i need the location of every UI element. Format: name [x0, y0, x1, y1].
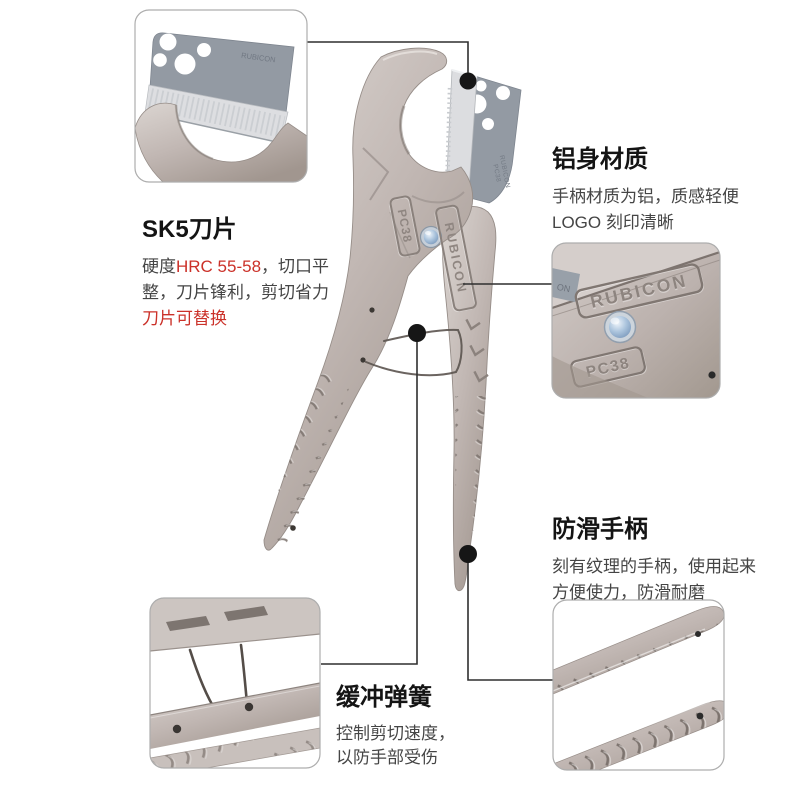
thumb-grip-top-texture [553, 606, 724, 694]
blade-callout-dot [459, 72, 477, 90]
thumb-grip-slot [224, 606, 268, 621]
lower-jaw-ridge [411, 191, 465, 204]
thumb-bottom-sliver-texture [150, 728, 320, 768]
plate-hole [496, 86, 510, 100]
spring-thumbnail-border [149, 597, 321, 769]
left-grip-texture [261, 372, 350, 552]
thumb-plate-hole [153, 53, 167, 67]
grip-thumbnail-border [552, 599, 725, 771]
grip-detail-thumbnail [552, 599, 725, 771]
grip-callout-dot [459, 545, 477, 563]
thumb-rivet [603, 310, 637, 344]
thumb-plate-hole [159, 33, 177, 51]
aluminum-body-line: 手柄材质为铝，质感轻便 [552, 186, 739, 206]
right-grip-texture [455, 396, 486, 590]
spring-callout-dot [408, 324, 426, 342]
spring-detail-thumbnail [149, 597, 321, 769]
thumb-plate-fragment [552, 268, 580, 302]
svg-text:PC38: PC38 [395, 208, 415, 244]
thumb-blade-serration [147, 88, 286, 138]
grip-callout-body: 刻有纹理的手柄，使用起来 方便使力，防滑耐磨 [552, 554, 756, 606]
thumb-grip-hole [695, 631, 701, 637]
callout-connectors [306, 41, 553, 681]
thumb-bar-hole [172, 724, 182, 734]
aluminum-callout-title: 铝身材质 [552, 146, 648, 173]
blade-detail-thumbnail: RUBICON [134, 9, 308, 183]
head-top-bevel [382, 50, 438, 61]
thumb-grip-slot [166, 616, 210, 631]
svg-text:PC38: PC38 [491, 164, 501, 183]
handle-hole [360, 357, 366, 363]
thumb-spring-bottom-highlight [150, 685, 320, 719]
model-embossed-panel: PC38 [388, 195, 421, 258]
spring-callout-title: 缓冲弹簧 [336, 684, 432, 711]
thumb-upper-facet [552, 243, 720, 308]
head-ridge [362, 147, 390, 201]
pivot-rivet [419, 225, 443, 249]
handle-hole [369, 307, 375, 313]
thumb-plate-fragment-text: ON [556, 282, 571, 294]
aluminum-callout-body: 手柄材质为铝，质感轻便 LOGO 刻印清晰 [552, 184, 739, 236]
thumb-crease-2 [552, 259, 720, 317]
blade-connector-line [306, 41, 469, 76]
thumb-grip-bottom-texture [553, 700, 724, 770]
spring-callout: 缓冲弹簧 控制剪切速度， 以防手部受伤 [336, 684, 455, 770]
spring-callout-body: 控制剪切速度， 以防手部受伤 [336, 722, 455, 770]
aluminum-callout: 铝身材质 手柄材质为铝，质感轻便 LOGO 刻印清晰 [552, 146, 739, 236]
blade-body-prefix: 硬度 [142, 256, 176, 276]
plate-hole [482, 118, 494, 130]
plate-hole [475, 80, 487, 92]
spring-connector-line [321, 340, 418, 665]
thumb-spring-bottom-bar [150, 683, 320, 749]
blade-callout-note: 刀片可替换 [142, 308, 227, 328]
blade-thumbnail-border [134, 9, 308, 183]
handle-hole [290, 525, 296, 531]
blade-callout: SK5刀片 硬度HRC 55-58，切口平整，刀片锋利，剪切省力 刀片可替换 [142, 216, 358, 332]
thumb-grip-hole [696, 712, 704, 720]
grip-callout-title: 防滑手柄 [552, 516, 648, 543]
thumb-bar-hole [244, 702, 254, 712]
handle-chevron-marks [465, 318, 489, 383]
thumb-plate-hole [174, 53, 196, 75]
grip-callout: 防滑手柄 刻有纹理的手柄，使用起来 方便使力，防滑耐磨 [552, 516, 756, 606]
thumb-plate-hole [197, 43, 211, 57]
main-product-photo: RUBICON PC38 PC38 RUBICON [261, 47, 522, 592]
grip-body-line: 方便使力，防滑耐磨 [552, 582, 705, 602]
grip-body-line: 刻有纹理的手柄，使用起来 [552, 556, 756, 576]
blade-callout-body: 硬度HRC 55-58，切口平整，刀片锋利，剪切省力 刀片可替换 [142, 254, 358, 332]
thumb-grip-top-highlight [553, 628, 706, 692]
logo-thumbnail-border [551, 242, 721, 399]
grip-connector-line [467, 560, 553, 681]
thumb-jaw-shadow [174, 104, 214, 161]
thumb-spring-bottom-edge [150, 682, 320, 716]
svg-text:ON: ON [556, 282, 571, 294]
thumb-crease [552, 250, 720, 310]
blade-body-rest: ，切口平整，刀片锋利，剪切省力 [142, 256, 330, 302]
spring-body-line: 控制剪切速度， [336, 723, 455, 743]
blade-body-highlight: HRC 55-58 [176, 256, 262, 276]
spring-body-line: 以防手部受伤 [336, 747, 438, 767]
thumb-lower-shade [552, 356, 648, 398]
jaw-mouth-shadow [399, 105, 411, 155]
aluminum-body-line: LOGO 刻印清晰 [552, 212, 674, 232]
thumb-spring-top-bar-edge [150, 633, 320, 652]
blade-callout-title: SK5刀片 [142, 216, 237, 243]
thumb-hole [708, 371, 716, 379]
thumb-grip-bottom-highlight [553, 701, 711, 763]
logo-detail-thumbnail: ON RUBICON RUBICON PC38 PC38 [551, 242, 721, 399]
